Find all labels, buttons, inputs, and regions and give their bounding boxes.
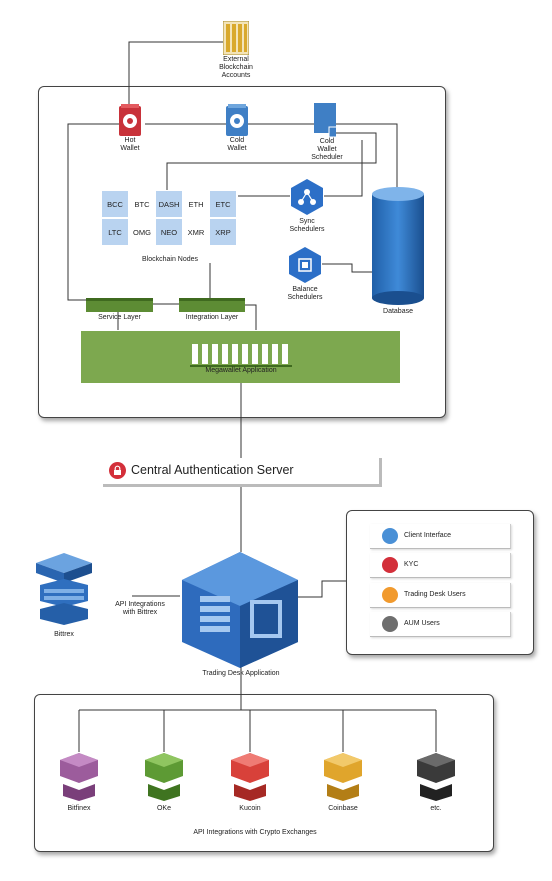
megawallet-label: Megawallet Application: [205, 367, 277, 374]
legend-item-label: Trading Desk Users: [404, 591, 466, 598]
legend-item-kyc[interactable]: KYC: [370, 553, 511, 578]
kucoin-label: Kucoin: [239, 805, 261, 812]
node-cell[interactable]: BCC: [102, 191, 128, 217]
database-label: Database: [383, 308, 413, 315]
client-interface-dot: [382, 528, 398, 544]
hot-wallet-icon[interactable]: [119, 104, 141, 136]
legend-item-trading-desk-users[interactable]: Trading Desk Users: [370, 583, 511, 608]
bittrex-integration-label: API Integrations with Bittrex: [115, 601, 165, 616]
node-cell[interactable]: DASH: [156, 191, 182, 217]
integration-layer-label: Integration Layer: [185, 314, 239, 321]
service-layer-label: Service Layer: [98, 314, 141, 321]
central-auth-server-label: Central Authentication Server: [131, 463, 294, 477]
node-cell[interactable]: BTC: [129, 191, 155, 217]
oke-icon[interactable]: [144, 752, 184, 802]
kucoin-icon[interactable]: [230, 752, 270, 802]
cold-wallet-scheduler-label: Cold Wallet Scheduler: [311, 138, 343, 161]
balance-schedulers-icon[interactable]: [287, 246, 323, 284]
node-cell[interactable]: OMG: [129, 219, 155, 245]
etc-exchange-label: etc.: [430, 805, 442, 812]
cold-wallet-icon[interactable]: [226, 104, 248, 136]
bitfinex-icon[interactable]: [59, 752, 99, 802]
coinbase-label: Coinbase: [328, 805, 358, 812]
coinbase-icon[interactable]: [323, 752, 363, 802]
hot-wallet-label: Hot Wallet: [120, 137, 140, 152]
node-cell[interactable]: ETC: [210, 191, 236, 217]
trading-desk-icon[interactable]: [180, 550, 300, 670]
legend-item-label: AUM Users: [404, 620, 440, 627]
node-cell[interactable]: LTC: [102, 219, 128, 245]
megawallet-icon: [190, 343, 292, 367]
balance-schedulers-label: Balance Schedulers: [287, 286, 323, 301]
external-accounts-icon: [223, 21, 249, 55]
cold-wallet-label: Cold Wallet: [227, 137, 247, 152]
sync-schedulers-label: Sync Schedulers: [289, 218, 325, 233]
trading-desk-label: Trading Desk Application: [202, 670, 280, 677]
node-cell[interactable]: NEO: [156, 219, 182, 245]
node-cell[interactable]: XRP: [210, 219, 236, 245]
external-accounts-label: External Blockchain Accounts: [219, 56, 253, 79]
integration-layer-bar[interactable]: [179, 298, 245, 312]
megawallet-application-bar[interactable]: Megawallet Application: [81, 331, 400, 383]
blockchain-nodes-label: Blockchain Nodes: [141, 256, 199, 263]
node-cell[interactable]: XMR: [183, 219, 209, 245]
service-layer-bar[interactable]: [86, 298, 153, 312]
kyc-dot: [382, 557, 398, 573]
database-icon[interactable]: [371, 186, 425, 306]
legend-item-label: Client Interface: [404, 532, 452, 539]
aum-users-dot: [382, 616, 398, 632]
trading-desk-users-dot: [382, 587, 398, 603]
etc-exchange-icon[interactable]: [416, 752, 456, 802]
sync-schedulers-icon[interactable]: [289, 178, 325, 216]
central-auth-server-bar[interactable]: Central Authentication Server: [103, 458, 382, 487]
bittrex-label: Bittrex: [54, 631, 74, 638]
legend-item-aum-users[interactable]: AUM Users: [370, 612, 511, 637]
blockchain-nodes-grid: BCC BTC DASH ETH ETC LTC OMG NEO XMR XRP: [101, 190, 238, 247]
oke-label: OKe: [156, 805, 171, 812]
bitfinex-label: Bitfinex: [67, 805, 91, 812]
exchanges-caption: API Integrations with Crypto Exchanges: [193, 829, 317, 836]
legend-item-label: KYC: [404, 561, 419, 568]
lock-icon: [109, 462, 126, 479]
bittrex-icon[interactable]: [34, 551, 94, 627]
cold-wallet-scheduler-icon[interactable]: [314, 103, 336, 137]
node-cell[interactable]: ETH: [183, 191, 209, 217]
legend-item-client-interface[interactable]: Client Interface: [370, 524, 511, 549]
